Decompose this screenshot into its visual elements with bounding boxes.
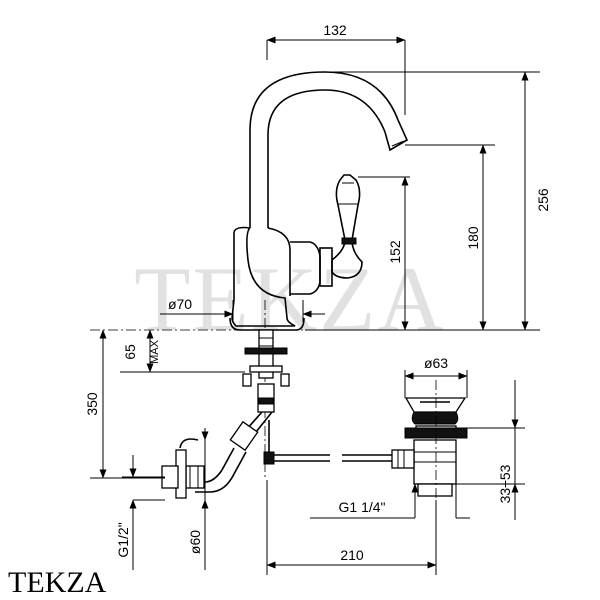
dim-drain-height: 33÷53 (497, 464, 513, 503)
faucet-body (229, 71, 409, 480)
dim-max-label: MAX (149, 339, 161, 364)
dim-height-spout: 180 (465, 226, 481, 250)
watermark-text: TEKZA (134, 248, 445, 350)
dim-max-thickness: 65 (122, 344, 138, 360)
dim-supply-thread: G1/2" (115, 522, 131, 557)
dim-width-top: 132 (323, 22, 347, 38)
dim-supply-diameter: ø60 (187, 530, 203, 554)
dim-drain-length: 210 (340, 547, 364, 563)
dim-base-diameter: ø70 (168, 296, 192, 312)
mounting-parts (90, 329, 392, 499)
dim-drain-thread: G1 1/4" (339, 499, 386, 515)
dimension-lines (90, 36, 540, 575)
dim-height-handle: 152 (387, 240, 403, 264)
dim-height-total: 256 (535, 188, 551, 212)
dim-drain-diameter: ø63 (424, 355, 448, 371)
brand-logo-text: TEKZA (8, 566, 107, 599)
drain-assembly (391, 380, 468, 520)
dim-supply-length: 350 (84, 392, 100, 416)
